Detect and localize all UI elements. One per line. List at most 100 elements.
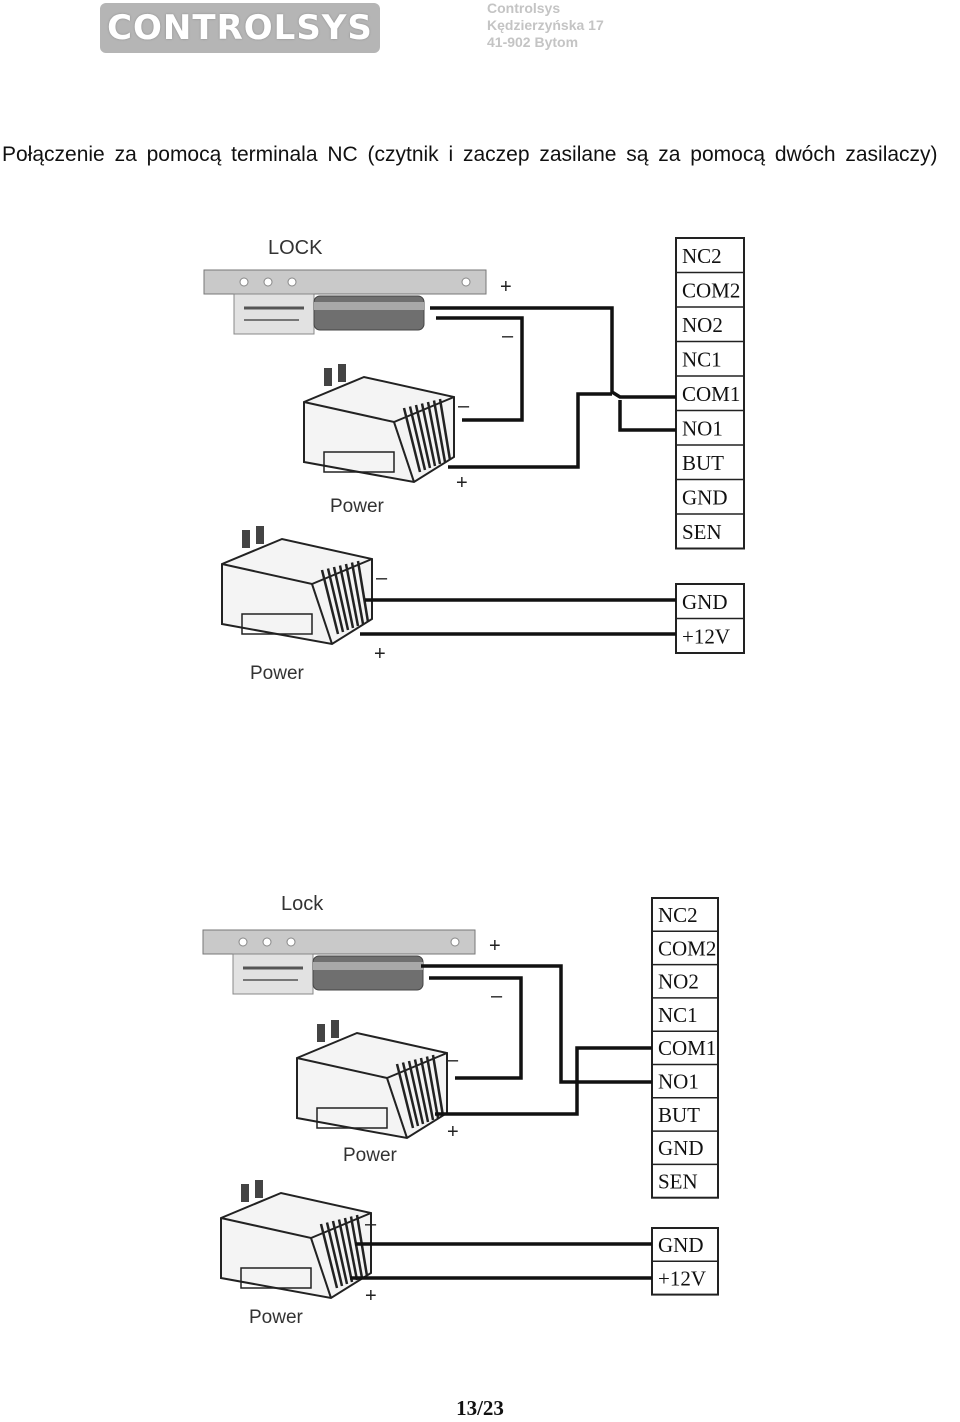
- lock-icon: Lock: [202, 893, 476, 995]
- wire: [448, 392, 612, 469]
- power-fin: [408, 406, 427, 471]
- power-label: Power: [249, 1307, 304, 1328]
- power-fin: [407, 1060, 425, 1125]
- power-edge: [311, 583, 333, 645]
- wire: [436, 316, 524, 422]
- terminal-no1: NO1: [682, 416, 723, 440]
- power-fin: [402, 407, 422, 473]
- terminal-but: BUT: [682, 451, 724, 475]
- power-fin: [356, 560, 370, 623]
- terminal-com1: COM1: [682, 382, 740, 406]
- lock-plate: [202, 929, 476, 955]
- power-base: [240, 1267, 312, 1289]
- power-fin: [432, 400, 447, 463]
- power-fin: [326, 568, 345, 633]
- terminal-no2: NO2: [682, 313, 723, 337]
- wire: [429, 976, 523, 1080]
- power-base: [241, 613, 313, 635]
- minus-sign: –: [365, 1213, 377, 1235]
- power-label: Power: [330, 496, 385, 517]
- power-body: [221, 537, 373, 646]
- power-fin: [431, 1054, 445, 1117]
- lock-plate: [203, 269, 487, 295]
- power-fin: [413, 1059, 430, 1123]
- terminal-com2: COM2: [658, 936, 716, 960]
- company-street: Kędzierzyńska 17: [487, 17, 604, 33]
- terminal-com2: COM2: [682, 278, 740, 302]
- plus-sign: +: [374, 643, 386, 665]
- power-base: [316, 1107, 388, 1129]
- power-base: [323, 451, 395, 473]
- intro-paragraph: Połączenie za pomocą terminala NC (czytn…: [2, 143, 938, 166]
- power-prong: [324, 368, 332, 386]
- lock-bolt: [312, 955, 424, 991]
- lock-hole: [238, 937, 248, 947]
- lock-hole: [239, 277, 249, 287]
- plus-sign: +: [447, 1121, 459, 1143]
- power-prong: [338, 364, 346, 382]
- power-fin: [401, 1062, 420, 1127]
- terminal-block-frame: [675, 237, 745, 550]
- power-prong: [255, 1180, 263, 1198]
- terminal-gnd: GND: [658, 1233, 704, 1257]
- power-prong: [241, 1184, 249, 1202]
- power-fin: [420, 403, 437, 467]
- lock-icon: LOCK: [203, 237, 487, 335]
- terminal-plus12v: +12V: [682, 624, 730, 648]
- wire: [430, 306, 676, 399]
- terminal-block: GND +12V: [675, 583, 745, 654]
- lock-hole: [286, 937, 296, 947]
- terminal-gnd: GND: [682, 590, 728, 614]
- wire: [618, 400, 676, 432]
- controlsys-logo: CONTROLSYS: [100, 3, 380, 53]
- minus-sign: –: [502, 325, 514, 347]
- power-fin: [414, 404, 432, 469]
- power-edge: [310, 1237, 332, 1299]
- lock-label: LOCK: [268, 237, 323, 259]
- lock-bolt-highlight: [314, 302, 424, 310]
- power-fin: [337, 1219, 354, 1283]
- power-fin: [395, 1063, 415, 1129]
- power-prong: [242, 530, 250, 548]
- power-supply-icon: Power: [303, 364, 455, 517]
- company-city: 41-902 Bytom: [487, 34, 579, 50]
- wire: [435, 1046, 652, 1116]
- power-edge: [386, 1077, 408, 1139]
- lock-hole: [262, 937, 272, 947]
- lock-label: Lock: [281, 893, 324, 915]
- power-label: Power: [343, 1145, 398, 1166]
- terminal-sen: SEN: [682, 520, 722, 544]
- company-name: Controlsys: [487, 0, 561, 16]
- minus-sign: –: [491, 985, 503, 1007]
- terminal-sen: SEN: [658, 1169, 698, 1193]
- power-body: [220, 1191, 372, 1300]
- power-fin: [338, 565, 355, 629]
- power-fin: [438, 398, 452, 461]
- power-fin: [319, 1223, 339, 1289]
- power-prong: [331, 1020, 339, 1038]
- lock-hole: [450, 937, 460, 947]
- power-body: [303, 375, 455, 484]
- lock-hole: [461, 277, 471, 287]
- lock-bolt: [313, 295, 425, 331]
- terminal-plus12v: +12V: [658, 1266, 706, 1290]
- terminal-nc1: NC1: [658, 1003, 698, 1027]
- minus-sign: –: [447, 1049, 459, 1071]
- terminal-but: BUT: [658, 1103, 700, 1127]
- minus-sign: –: [376, 567, 388, 589]
- minus-sign: –: [458, 395, 470, 417]
- power-fin: [331, 1220, 349, 1285]
- wire: [421, 964, 652, 1084]
- power-fin: [343, 1217, 359, 1281]
- power-fin: [332, 566, 350, 631]
- power-fin: [349, 1216, 364, 1279]
- terminal-no2: NO2: [658, 970, 699, 994]
- power-fin: [344, 563, 360, 627]
- terminal-block: GND +12V: [651, 1227, 719, 1296]
- terminal-nc1: NC1: [682, 347, 722, 371]
- terminal-nc2: NC2: [682, 244, 722, 268]
- wiring-diagram-2: Lock+–Power–+Power–+NC2COM2NO2NC1COM1NO1…: [202, 893, 719, 1328]
- power-body: [296, 1031, 448, 1140]
- terminal-no1: NO1: [658, 1069, 699, 1093]
